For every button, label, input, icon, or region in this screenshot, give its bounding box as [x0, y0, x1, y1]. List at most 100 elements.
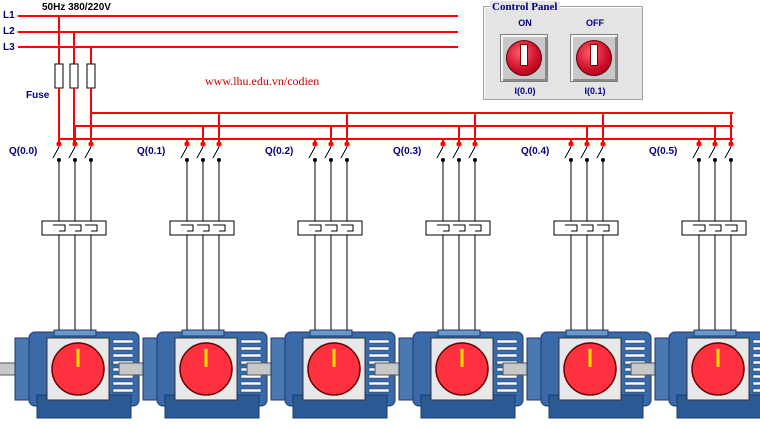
contact-dot [184, 141, 190, 147]
motor-endcap [654, 337, 670, 401]
overload-relay-box [425, 220, 491, 236]
on-button[interactable] [500, 34, 548, 82]
contact-dot [56, 141, 62, 147]
on-button-address: I(0.0) [514, 86, 536, 96]
relay-element [453, 224, 466, 232]
relay-element [181, 224, 194, 232]
on-button-label: ON [518, 18, 532, 28]
motor-branch-0 [0, 113, 140, 419]
motor-terminal-box [437, 329, 481, 337]
motor-shaft [118, 362, 144, 376]
contact-dot [696, 141, 702, 147]
overload-relay-box [681, 220, 747, 236]
motor-rotor-disc [307, 342, 361, 396]
switch-blade [692, 146, 700, 159]
motor-cooling-fin [368, 353, 390, 358]
relay-element [341, 224, 354, 232]
on-button-bar-icon [520, 44, 528, 66]
motor-cooling-fin [752, 360, 760, 365]
off-button-label: OFF [586, 18, 604, 28]
motor-cooling-fin [624, 381, 646, 386]
motor-cooling-fin [240, 388, 262, 393]
switch-blade [580, 146, 588, 159]
off-button-bar-icon [590, 44, 598, 66]
motor-cooling-fin [496, 339, 518, 344]
fuse-label: Fuse [26, 90, 50, 101]
motor-rotor-disc [179, 342, 233, 396]
switch-blade [708, 146, 716, 159]
switch-blade [84, 146, 92, 159]
motor-cooling-fin [624, 346, 646, 351]
motor-cooling-fin [624, 339, 646, 344]
output-label-q01: Q(0.1) [137, 146, 166, 157]
output-label-q03: Q(0.3) [393, 146, 422, 157]
relay-element [581, 224, 594, 232]
motor-terminal-box [309, 329, 353, 337]
control-panel-title: Control Panel [490, 1, 560, 13]
motor-shaft [630, 362, 656, 376]
motor-rotor-disc [51, 342, 105, 396]
motor-shaft [374, 362, 400, 376]
motor-endcap [270, 337, 286, 401]
overload-relay-box [169, 220, 235, 236]
motor-cooling-fin [368, 388, 390, 393]
motor-cooling-fin [112, 339, 134, 344]
line-label-l2: L2 [3, 26, 15, 37]
motor-cooling-fin [496, 381, 518, 386]
motor-shaft [0, 362, 16, 376]
motor-branch-3 [374, 113, 524, 419]
motor-cooling-fin [368, 346, 390, 351]
switch-blade [340, 146, 348, 159]
motor-shaft [246, 362, 272, 376]
switch-blade [212, 146, 220, 159]
motor-endcap [526, 337, 542, 401]
relay-element [597, 224, 610, 232]
motor-cooling-fin [112, 381, 134, 386]
motor-cooling-fin [240, 339, 262, 344]
relay-element [85, 224, 98, 232]
motor-branch-4 [502, 113, 652, 419]
fuse-3 [86, 63, 96, 89]
motor-branch-2 [246, 113, 396, 419]
motor-shaft [502, 362, 528, 376]
switch-blade [596, 146, 604, 159]
off-button[interactable] [570, 34, 618, 82]
relay-element [309, 224, 322, 232]
motor-terminal-box [53, 329, 97, 337]
contact-dot [600, 141, 606, 147]
motor-cooling-fin [112, 346, 134, 351]
output-label-q00: Q(0.0) [9, 146, 38, 157]
motor-endcap [398, 337, 414, 401]
switch-blade [308, 146, 316, 159]
fuse-2 [69, 63, 79, 89]
contact-dot [328, 141, 334, 147]
motor-branch-5 [630, 113, 760, 419]
contact-dot [712, 141, 718, 147]
output-label-q02: Q(0.2) [265, 146, 294, 157]
contact-dot [200, 141, 206, 147]
contact-dot [472, 141, 478, 147]
motor-cooling-fin [240, 353, 262, 358]
switch-blade [324, 146, 332, 159]
motor-cooling-fin [752, 353, 760, 358]
switch-blade [436, 146, 444, 159]
motor-cooling-fin [368, 381, 390, 386]
motor-terminal-box [693, 329, 737, 337]
relay-element [213, 224, 226, 232]
motor-terminal-box [565, 329, 609, 337]
switch-blade [196, 146, 204, 159]
overload-relay-box [41, 220, 107, 236]
motor-cooling-fin [240, 346, 262, 351]
motor-rotor-disc [435, 342, 489, 396]
switch-blade [68, 146, 76, 159]
line-label-l1: L1 [3, 10, 15, 21]
motor-cooling-fin [112, 388, 134, 393]
relay-element [69, 224, 82, 232]
contact-dot [568, 141, 574, 147]
switch-blade [468, 146, 476, 159]
relay-element [709, 224, 722, 232]
motor-cooling-fin [752, 374, 760, 379]
motor-rotor-disc [691, 342, 745, 396]
relay-element [565, 224, 578, 232]
